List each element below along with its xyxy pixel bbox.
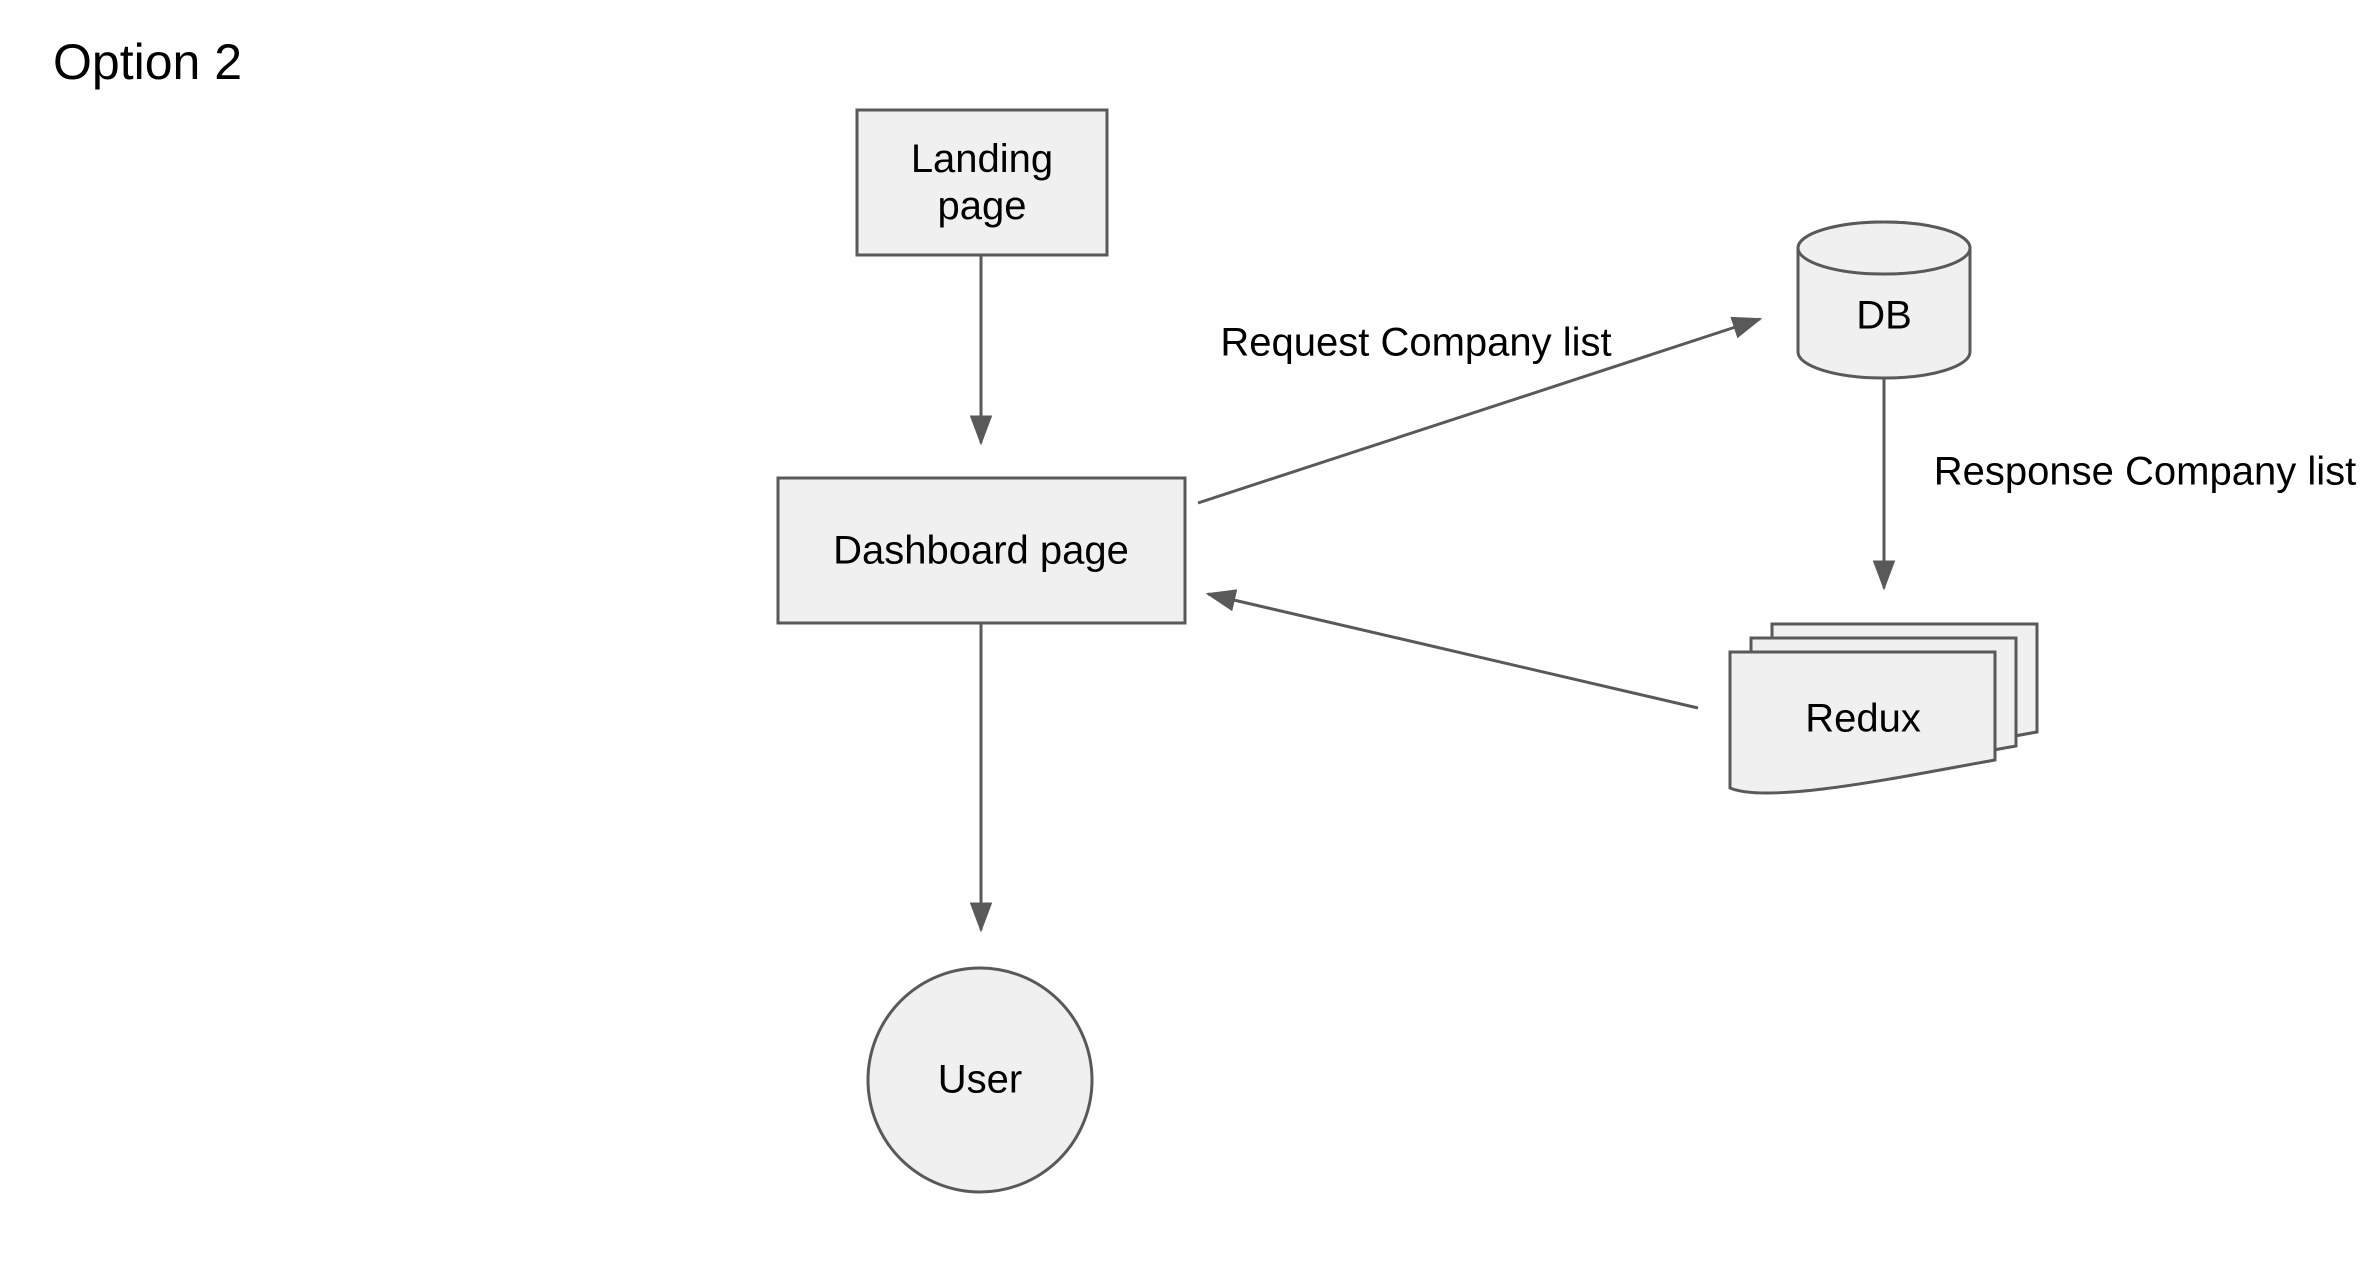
user-circle-shape (866, 966, 1094, 1194)
dashboard-page-shape (776, 476, 1187, 625)
edge-label-response-company-list: Response Company list (1933, 449, 2357, 494)
user-label: User (937, 1057, 1023, 1102)
db-cylinder-top (1796, 220, 1972, 276)
redux-label: Redux (1805, 696, 1921, 741)
diagram-title: Option 2 (53, 34, 243, 90)
db-cylinder-shape (1796, 220, 1972, 380)
db-label: DB (1856, 293, 1912, 338)
landing-page-label: Landing page (910, 137, 1054, 228)
redux-document-front (1728, 650, 1997, 795)
edge-label-request-company-list: Request Company list (1220, 320, 1612, 365)
redux-documents-shape (1728, 622, 2039, 795)
arrow-redux-to-dashboard (1205, 589, 1699, 710)
arrow-dashboard-to-db (1197, 316, 1763, 505)
landing-page-shape (855, 108, 1109, 257)
dashboard-page-label: Dashboard page (833, 528, 1129, 573)
